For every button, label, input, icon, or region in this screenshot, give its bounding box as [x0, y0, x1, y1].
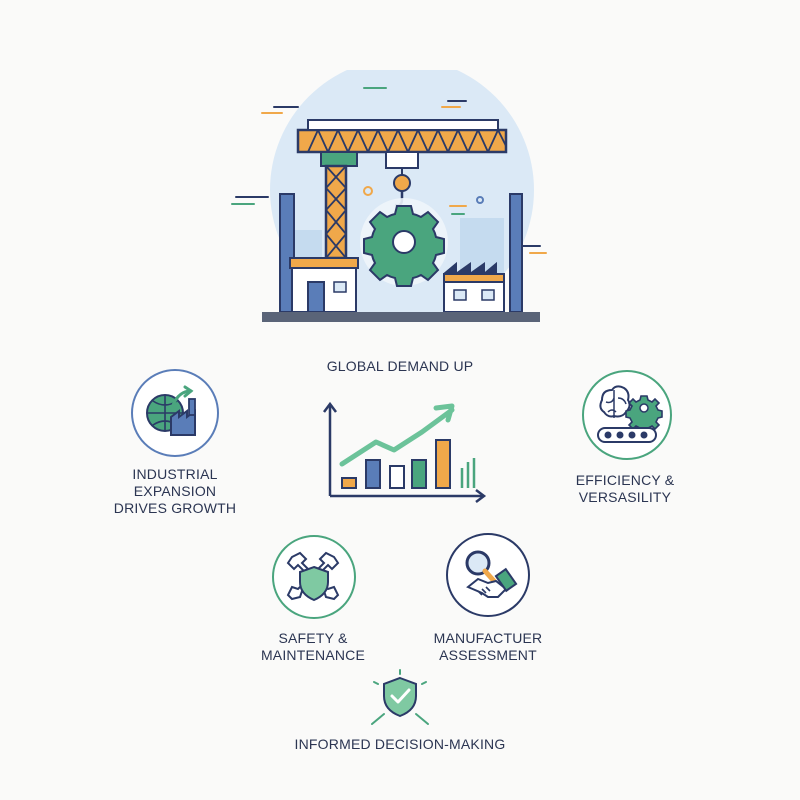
safety-label: SAFETY & MAINTENANCE — [240, 630, 386, 664]
safety-line2: MAINTENANCE — [260, 647, 366, 663]
growth-chart-illustration — [318, 398, 490, 504]
efficiency-label: EFFICIENCY & VERSASILITY — [555, 472, 695, 506]
efficiency-line2: VERSASILITY — [578, 489, 672, 505]
safety-line1: SAFETY & — [278, 630, 348, 646]
hero-illustration — [228, 70, 568, 340]
magnifier-handshake-icon — [465, 550, 518, 598]
industrial-label: INDUSTRIAL EXPANSION DRIVES GROWTH — [100, 466, 250, 517]
safety-icon-circle — [272, 535, 356, 619]
decision-icon — [368, 668, 432, 728]
industrial-line2: EXPANSION — [133, 483, 217, 499]
global-demand-label: GLOBAL DEMAND UP — [326, 358, 474, 374]
decision-label: INFORMED DECISION-MAKING — [294, 736, 506, 752]
industrial-icon-circle — [131, 369, 219, 457]
efficiency-icon-circle — [582, 370, 672, 460]
efficiency-line1: EFFICIENCY & — [575, 472, 675, 488]
shield-check-icon — [371, 669, 429, 725]
industrial-line1: INDUSTRIAL — [132, 466, 218, 482]
manufacturer-icon-circle — [446, 533, 530, 617]
bar-chart-trend-icon — [323, 401, 487, 503]
manufacturer-line1: MANUFACTUER — [433, 630, 543, 646]
crane-gear-factory-icon — [231, 70, 547, 322]
wrench-shield-icon — [286, 551, 340, 602]
brain-gear-conveyor-icon — [597, 385, 663, 443]
manufacturer-label: MANUFACTUER ASSESSMENT — [414, 630, 562, 664]
globe-factory-icon — [146, 385, 196, 436]
industrial-line3: DRIVES GROWTH — [113, 500, 237, 516]
manufacturer-line2: ASSESSMENT — [439, 647, 537, 663]
